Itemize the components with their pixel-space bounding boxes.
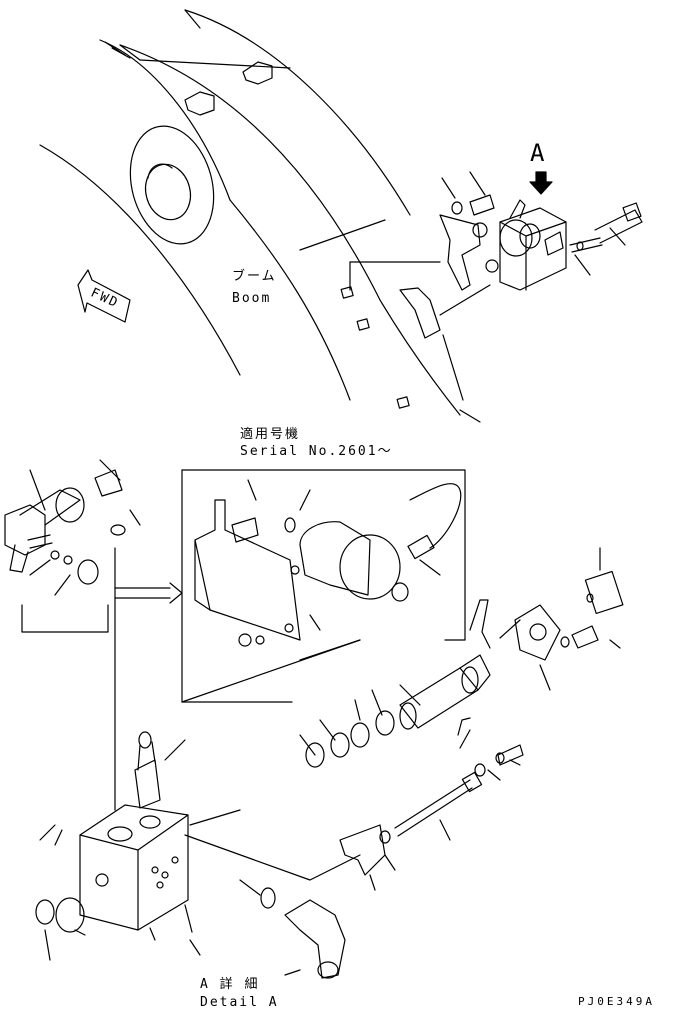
- view-a-label: A: [530, 139, 545, 167]
- serial-label-jp: 適用号機: [240, 427, 301, 442]
- serial-inset-frame: [181, 469, 466, 703]
- upper-switch-assembly: [349, 171, 643, 423]
- valve-block: [79, 731, 361, 931]
- left-fittings: [4, 459, 183, 811]
- detail-label-en: Detail A: [200, 995, 279, 1010]
- drawing-code: PJ0E349A: [578, 995, 655, 1008]
- fwd-arrow-icon: [77, 269, 131, 323]
- pressure-switch-cylinder: [399, 570, 624, 736]
- bracket-and-bolt: [149, 744, 524, 979]
- boom-structure: [39, 9, 461, 416]
- serial-label-en: Serial No.2601〜: [240, 444, 393, 459]
- view-a-arrow-icon: [529, 171, 553, 195]
- boom-label-en: Boom: [232, 291, 272, 306]
- boom-label-jp: ブーム: [232, 269, 277, 284]
- detail-label-jp: A 詳 細: [200, 977, 260, 992]
- inset-switch: [194, 483, 462, 647]
- callout-leaders: [29, 469, 621, 976]
- o-rings: [35, 710, 395, 933]
